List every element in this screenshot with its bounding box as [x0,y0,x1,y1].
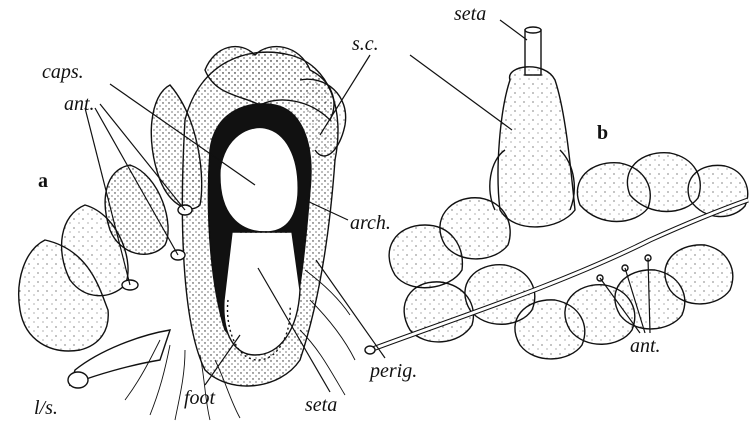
label-archegonia: arch. [350,213,391,233]
label-seta-top: seta [454,4,486,24]
label-shoot-calyptra: s.c. [352,34,379,54]
panel-label-a: a [38,171,48,191]
label-perigynium: perig. [370,361,417,381]
label-longitudinal-section: l/s. [34,398,58,418]
label-antheridia-b: ant. [630,336,661,356]
panel-label-b: b [597,123,608,143]
label-foot: foot [184,388,215,408]
panel-b-drawing [365,27,748,359]
label-seta-a: seta [305,395,337,415]
label-capsule: caps. [42,62,84,82]
label-antheridia-a: ant. [64,94,95,114]
